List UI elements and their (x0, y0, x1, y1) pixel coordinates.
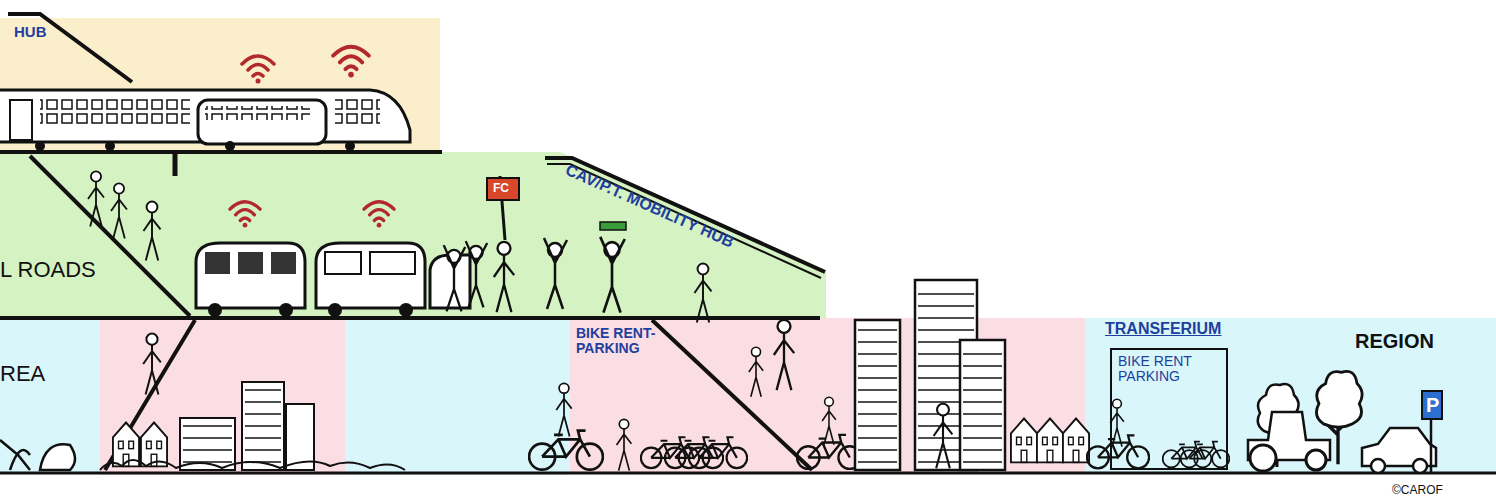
sign-post (1430, 420, 1433, 472)
train (0, 90, 410, 151)
wheel (35, 141, 45, 151)
building (180, 418, 235, 470)
facility-label: BIKE RENT-PARKING (576, 326, 666, 357)
support-post (173, 152, 178, 176)
flag-text: FC (493, 182, 509, 195)
parking-letter: P (1426, 394, 1439, 416)
autonomous-van (316, 243, 425, 317)
area-strip (345, 318, 570, 475)
autonomous-van (196, 243, 305, 317)
area-band: BIKE RENT-PARKING (570, 318, 1085, 473)
building-windows (183, 422, 232, 466)
ground-line (0, 472, 1496, 475)
building (242, 382, 284, 470)
level-title: REA (0, 362, 45, 386)
pedestrian (934, 404, 953, 469)
train-door (10, 100, 32, 140)
train-windows (335, 96, 380, 124)
wheel (225, 141, 235, 151)
facility-label: BIKE RENT PARKING (1118, 354, 1218, 385)
person-on-stairs (143, 334, 161, 395)
train-windows (40, 96, 190, 124)
building-windows (245, 386, 281, 466)
tower-windows (963, 344, 1002, 466)
football-fan (444, 245, 465, 311)
bushes (100, 460, 405, 470)
wheel (105, 141, 115, 151)
wheel (345, 141, 355, 151)
copyright-mark: ©CAROF (1392, 484, 1443, 497)
band-fill (0, 152, 826, 318)
house (141, 423, 167, 467)
transferium-box: TRANSFERIUM BIKE RENT PARKING (1105, 318, 1235, 470)
green-cap (600, 222, 626, 230)
facility-title: TRANSFERIUM (1105, 320, 1221, 338)
area-strip (100, 318, 345, 475)
building (286, 404, 314, 470)
level-title: HUB (14, 24, 47, 41)
flag (487, 178, 519, 200)
tower (960, 340, 1005, 470)
level-title: L ROADS (0, 258, 96, 282)
parking-sign: P (1421, 390, 1443, 420)
tower-windows (858, 324, 897, 466)
tower (855, 320, 900, 470)
level-title: REGION (1355, 330, 1434, 352)
platform-floor (0, 150, 442, 154)
bus-windows (205, 106, 310, 120)
bus-on-train (198, 100, 326, 144)
